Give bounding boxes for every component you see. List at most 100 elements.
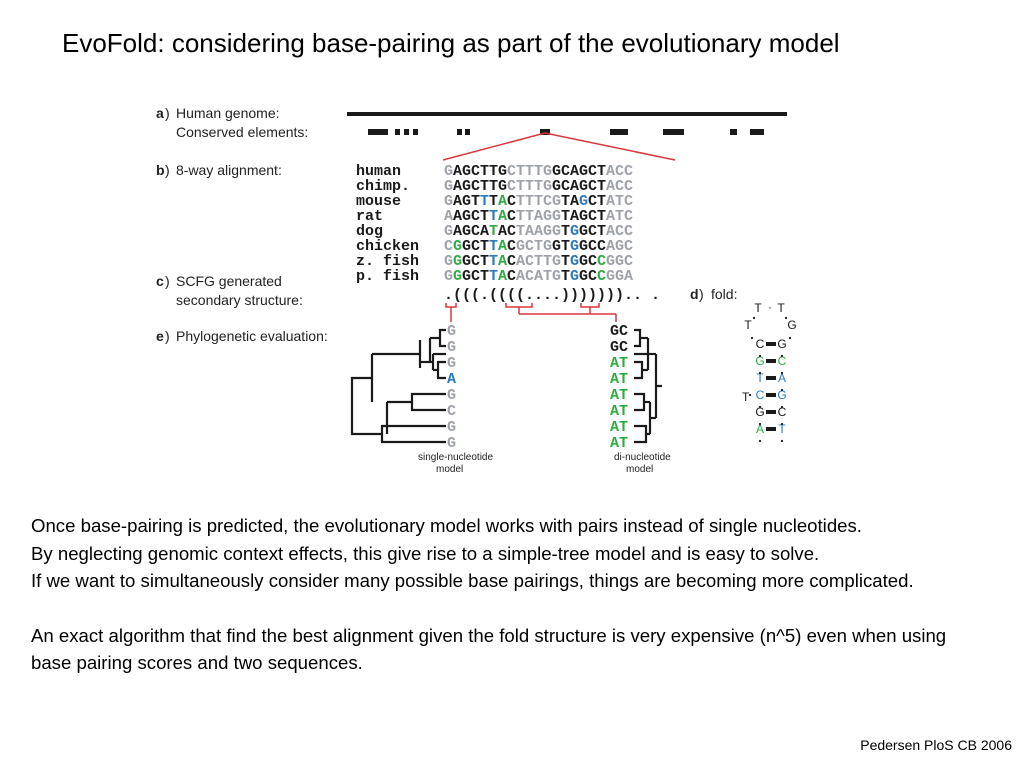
slide-title: EvoFold: considering base-pairing as par… [62,28,840,58]
alignment-row: GGGCTTACACTTGTGGCCGGC [444,253,633,270]
single-nucleotide: G [447,387,456,404]
backbone-dot [780,405,784,409]
species-name: z. fish [356,253,419,270]
fold-pair-right: C [778,354,787,368]
di-nucleotide: GC [610,339,628,356]
di-nucleotide: AT [610,419,628,436]
panel-a-label-1: Human genome: [176,105,280,121]
backbone-dot [758,405,762,409]
single-nucleotide: A [447,371,456,388]
panel-d-label: fold: [711,286,737,302]
panel-a-letter: a [156,105,164,121]
paragraph-1: Once base-pairing is predicted, the evol… [31,515,862,536]
backbone-dot [784,316,788,320]
single-nucleotide: G [447,435,456,452]
fold-pair-right: G [777,337,786,351]
alignment-rows: GAGCTTGCTTTGGCAGCTACCGAGCTTGCTTTGGCAGCTA… [444,163,633,285]
di-nucleotide: GC [610,323,628,340]
alignment-row: CGGCTTACGCTGGTGGCCAGC [444,238,633,255]
panel-c-label-2: secondary structure: [176,292,303,308]
single-caption-1: single-nucleotide [418,452,493,463]
backbone-dot [758,422,762,426]
species-name: p. fish [356,268,419,285]
fold-bulge: T [742,390,750,404]
panel-c-paren: ) [165,273,170,289]
panel-b-label: 8-way alignment: [176,162,282,178]
backbone-dot [780,354,784,358]
species-name: chimp. [356,178,410,195]
alignment-row: GAGCTTGCTTTGGCAGCTACC [444,178,633,195]
fold-pair-left: C [756,337,765,351]
single-nucleotide: G [447,323,456,340]
paragraph-2: By neglecting genomic context effects, t… [31,542,820,564]
selection-brackets [445,303,617,322]
backbone-dot [780,439,784,443]
panel-e-letter: e [156,328,164,344]
di-nucleotide: AT [610,371,628,388]
conserved-elements [368,129,764,135]
backbone-dot [780,388,784,392]
single-nucleotide: G [447,419,456,436]
single-nucleotide: C [447,403,456,420]
single-caption-2: model [436,464,463,475]
di-nucleotide: AT [610,403,628,420]
backbone-dot [758,354,762,358]
single-nucleotide: G [447,339,456,356]
panel-d-paren: ) [699,286,704,302]
fold-pair-left: A [756,422,764,436]
fold-pair-left: G [755,354,764,368]
di-nucleotide: AT [610,387,628,404]
fold-loop-nucleotide: T [754,301,762,315]
fold-pair-left: G [755,405,764,419]
fold-pair-right: A [778,371,786,385]
panel-b-letter: b [156,162,165,178]
single-nucleotide: G [447,355,456,372]
panel-e-label: Phylogenetic evaluation: [176,328,328,344]
paragraph-gap [31,595,951,622]
backbone-dot [758,439,762,443]
alignment-row: AAGCTTACTTAGGTAGCTATC [444,208,633,225]
base-pair-bond [766,427,776,431]
panel-b: b ) 8-way alignment: humanchimp.mouserat… [156,162,633,285]
species-name: human [356,163,401,180]
panel-c: c ) SCFG generated secondary structure: … [156,273,660,308]
panel-b-paren: ) [165,162,170,178]
fold-loop-nucleotide: T [777,301,785,315]
genome-line [347,112,787,116]
fold-loop-nucleotide: · [768,300,772,314]
zoom-line-left [442,132,546,161]
single-nucleotide-tree [350,328,446,444]
secondary-structure: .(((.((((....))))))).. . [444,287,660,304]
backbone-dot [748,393,752,397]
evofold-figure: a ) Human genome: Conserved elements: b … [156,105,797,475]
species-name: chicken [356,238,419,255]
panel-a-paren: ) [165,105,170,121]
zoom-line-right [544,132,676,161]
body-text: Once base-pairing is predicted, the evol… [31,512,951,677]
species-name: rat [356,208,383,225]
backbone-dot [758,371,762,375]
panel-a-label-2: Conserved elements: [176,124,308,140]
citation: Pedersen PloS CB 2006 [860,737,1012,753]
alignment-row: GAGCTTGCTTTGGCAGCTACC [444,163,633,180]
fold-pair-left: C [756,388,765,402]
fold-pair-right: T [778,422,786,436]
paragraph-4: An exact algorithm that find the best al… [31,624,947,674]
fold-pair-right: C [778,405,787,419]
alignment-row: GAGCATACTAAGGTGGCTACC [444,223,633,240]
base-pair-bond [766,393,776,397]
panel-e-paren: ) [165,328,170,344]
backbone-dot [752,316,756,320]
alignment-row: GGGCTTACACATGTGGCCGGA [444,268,633,285]
panel-a: a ) Human genome: Conserved elements: [156,105,787,161]
di-caption-1: di-nucleotide [614,452,671,463]
fold-loop-nucleotide: G [787,318,796,332]
base-pair-bond [766,376,776,380]
backbone-dot [780,371,784,375]
fold-loop-nucleotide: T [744,318,752,332]
fold-pair-left: T [756,371,764,385]
